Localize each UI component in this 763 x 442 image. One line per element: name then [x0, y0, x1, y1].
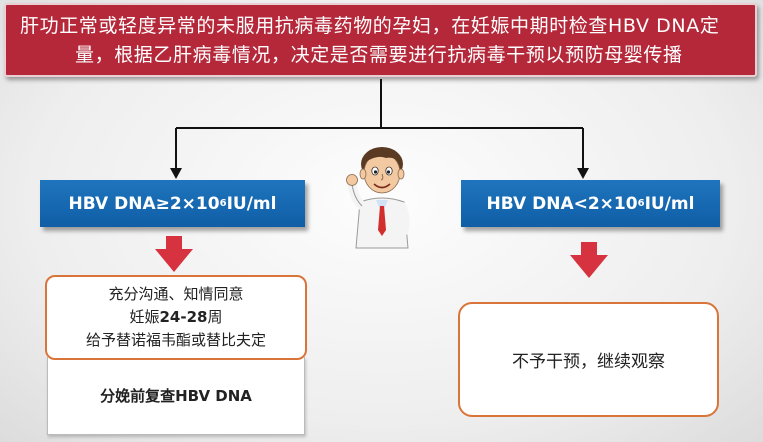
condition-prefix: HBV DNA<2×10	[486, 193, 638, 214]
condition-prefix: HBV DNA≥2×10	[68, 193, 220, 214]
red-down-arrow-icon-left	[155, 236, 193, 272]
no-intervention-text: 不予干预，继续观察	[512, 352, 665, 372]
left-connector-arrowhead	[170, 168, 182, 179]
gestation-prefix: 妊娠	[129, 308, 160, 326]
gestation-weeks: 24-28	[159, 308, 208, 326]
cartoon-doctor-icon	[346, 147, 410, 249]
red-down-arrow-icon-right	[570, 242, 608, 278]
title-line-1: 肝功正常或轻度异常的未服用抗病毒药物的孕妇，在妊娠中期时检查HBV DNA定	[20, 15, 720, 37]
consult-line-2: 妊娠24-28周	[129, 306, 222, 329]
recheck-text: 分娩前复查HBV DNA	[100, 387, 252, 405]
title-line-2: 量，根据乙肝病毒情况，决定是否需要进行抗病毒干预以预防母婴传播	[75, 44, 683, 66]
condition-exponent: 6	[219, 198, 227, 209]
gestation-suffix: 周	[207, 308, 223, 326]
condition-unit: IU/ml	[226, 193, 277, 214]
condition-unit: IU/ml	[644, 193, 695, 214]
condition-exponent: 6	[637, 198, 645, 209]
consult-line-3: 给予替诺福韦酯或替比夫定	[85, 331, 266, 349]
consult-line-1: 充分沟通、知情同意	[108, 285, 244, 303]
no-intervention-box: 不予干预，继续观察	[458, 302, 719, 417]
recheck-before-delivery-box: 分娩前复查HBV DNA	[47, 357, 305, 435]
consult-treatment-box: 充分沟通、知情同意 妊娠24-28周 给予替诺福韦酯或替比夫定	[45, 275, 307, 360]
title-box: 肝功正常或轻度异常的未服用抗病毒药物的孕妇，在妊娠中期时检查HBV DNA定 量…	[4, 3, 757, 77]
right-connector-arrowhead	[577, 168, 589, 179]
